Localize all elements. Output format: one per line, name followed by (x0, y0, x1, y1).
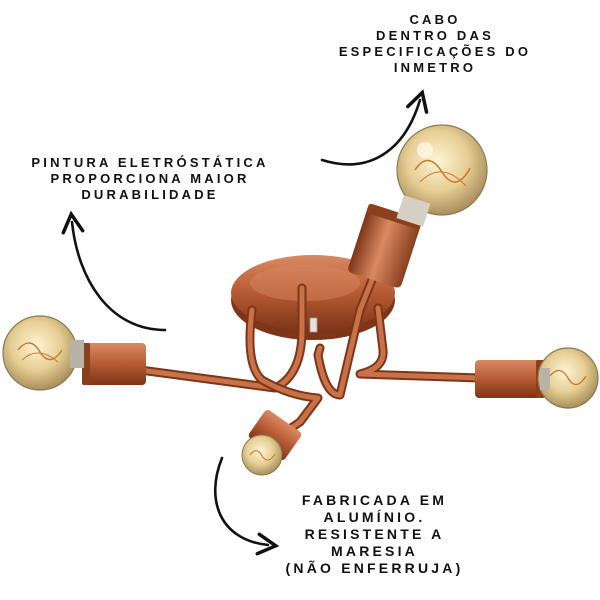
edison-bulb-icon (241, 434, 283, 476)
callout-pintura: PINTURA ELETRÓSTÁTICA PROPORCIONA MAIOR … (0, 155, 300, 203)
callout-line: DENTRO DAS (376, 28, 494, 43)
callout-line: RESISTENTE A (304, 526, 445, 542)
callout-line: ALUMÍNIO. (323, 509, 426, 525)
callout-fabricada: FABRICADA EM ALUMÍNIO. RESISTENTE A MARE… (262, 492, 487, 577)
lamp-arms (135, 255, 485, 437)
curved-arrow-icon (61, 210, 167, 332)
edison-bulb-icon (2, 315, 84, 391)
curved-arrow-icon (213, 456, 280, 556)
callout-line: PINTURA ELETRÓSTÁTICA (31, 155, 269, 170)
edison-bulb-icon (537, 347, 599, 409)
curved-arrow-icon (320, 89, 429, 166)
callout-line: INMETRO (393, 60, 477, 75)
callout-line: (NÃO ENFERRUJA) (285, 560, 464, 576)
callout-line: CABO (409, 12, 461, 27)
callout-line: DURABILIDADE (81, 187, 219, 202)
callout-line: FABRICADA EM (301, 492, 448, 508)
callout-line: PROPORCIONA MAIOR (50, 171, 250, 186)
callout-cabo: CABO DENTRO DAS ESPECIFICAÇÕES DO INMETR… (300, 12, 570, 76)
callout-line: ESPECIFICAÇÕES DO (338, 44, 532, 59)
callout-line: MARESIA (331, 543, 418, 559)
edison-bulb-icon (396, 124, 488, 227)
